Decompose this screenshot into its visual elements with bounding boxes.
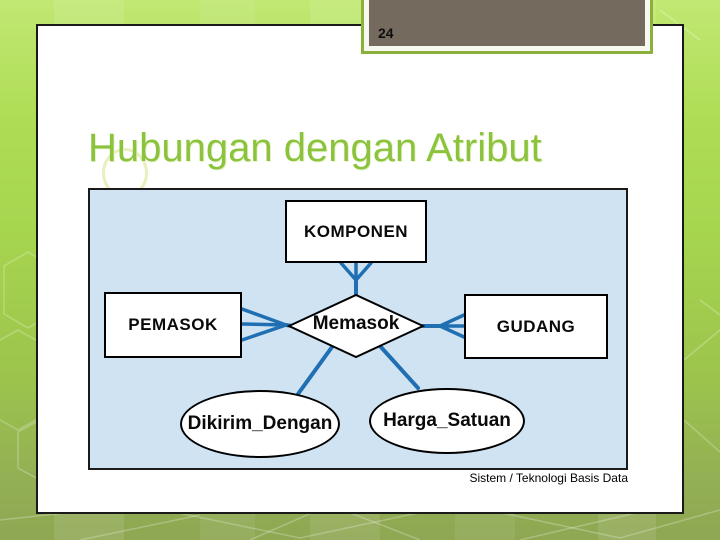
page-title: Hubungan dengan Atribut xyxy=(88,126,542,170)
entity-pemasok: PEMASOK xyxy=(104,292,242,358)
relationship-label: Memasok xyxy=(312,313,400,334)
page-number-box-fill: 24 xyxy=(369,0,645,46)
attribute-harga-satuan-label: Harga_Satuan xyxy=(383,410,511,431)
footer-caption: Sistem / Teknologi Basis Data xyxy=(469,471,628,485)
relationship-diamond xyxy=(286,293,426,359)
page-number: 24 xyxy=(378,25,394,41)
entity-komponen-label: KOMPONEN xyxy=(303,221,409,241)
attribute-harga-satuan: Harga_Satuan xyxy=(369,388,525,454)
entity-komponen: KOMPONEN xyxy=(285,200,427,263)
connector-lines xyxy=(240,261,466,396)
entity-gudang: GUDANG xyxy=(464,294,608,359)
page-number-box: 24 xyxy=(361,0,653,54)
attribute-dikirim-dengan-label: Dikirim_Dengan xyxy=(187,413,333,434)
attribute-dikirim-dengan: Dikirim_Dengan xyxy=(180,390,340,458)
er-diagram-canvas: KOMPONEN PEMASOK GUDANG Memasok Dikirim_… xyxy=(88,188,628,470)
entity-pemasok-label: PEMASOK xyxy=(128,315,218,334)
entity-gudang-label: GUDANG xyxy=(496,316,576,336)
